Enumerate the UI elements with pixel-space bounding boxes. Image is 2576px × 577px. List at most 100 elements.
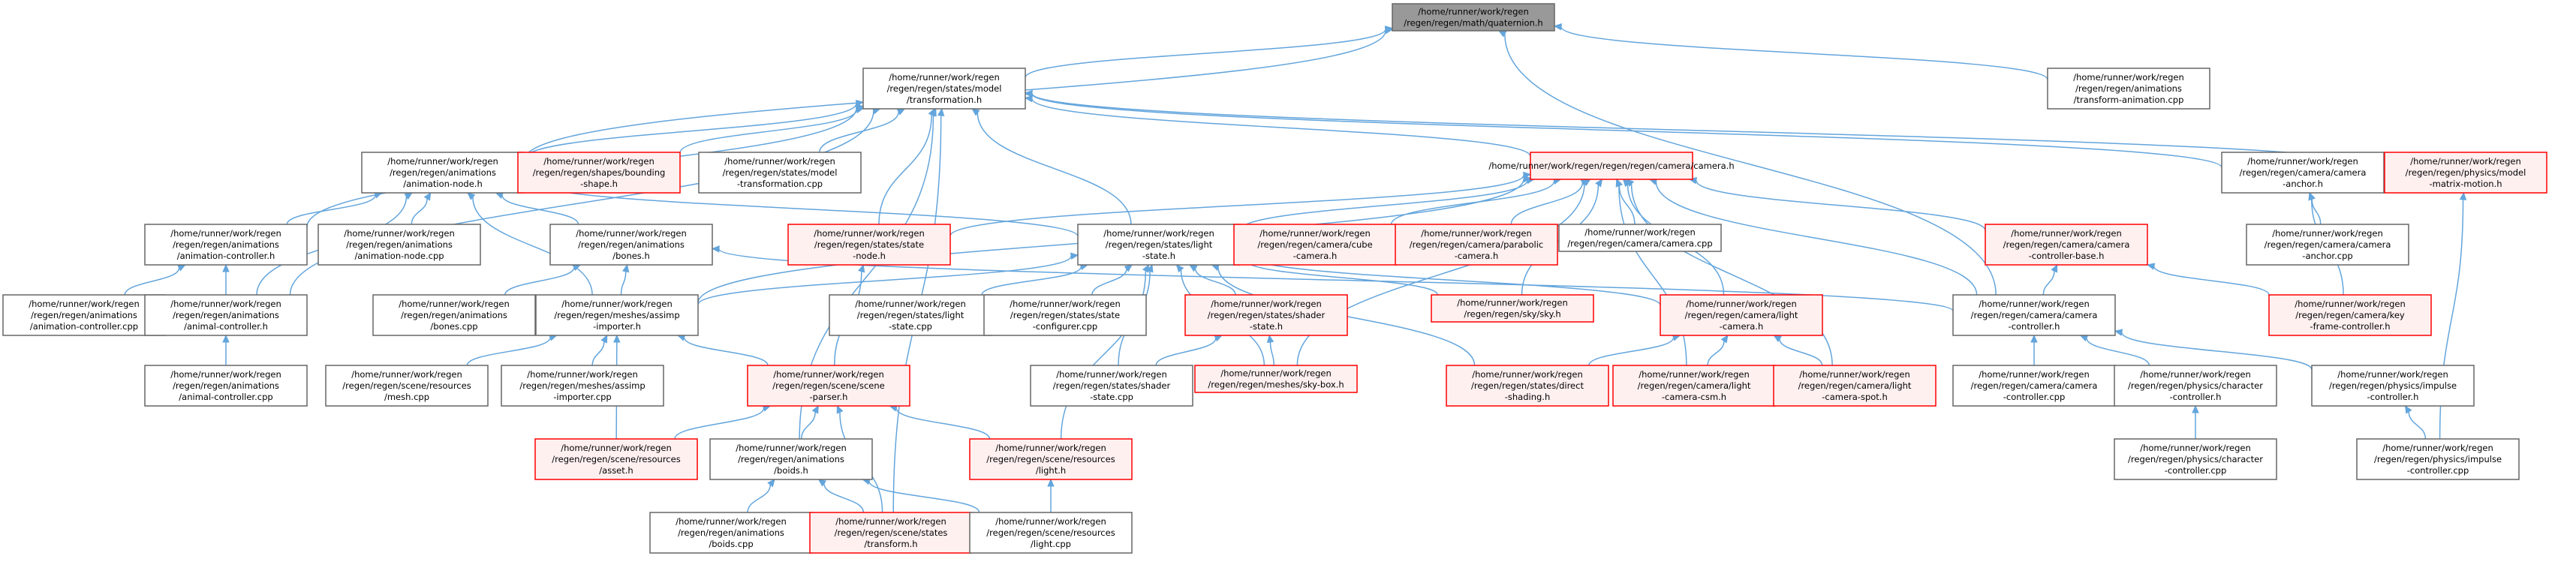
node-camera[interactable]: /home/runner/work/regen/regen/regen/came… [1488,152,1735,180]
node-box-direct[interactable] [1446,365,1609,407]
node-box-shader[interactable] [1184,294,1348,336]
node-box-cambase[interactable] [1985,224,2148,266]
node-boidscpp[interactable]: /home/runner/work/regen/regen/regen/anim… [649,512,813,554]
node-assimpcpp[interactable]: /home/runner/work/regen/regen/regen/mesh… [501,365,664,407]
node-box-assimpcpp[interactable] [501,365,664,407]
node-cubecam[interactable]: /home/runner/work/regen/regen/regen/came… [1233,224,1397,266]
node-box-cubecam[interactable] [1233,224,1397,266]
node-box-transcpp[interactable] [698,152,862,194]
node-direct[interactable]: /home/runner/work/regen/regen/regen/stat… [1446,365,1609,407]
node-impulsecpp[interactable]: /home/runner/work/regen/regen/regen/phys… [2356,438,2520,480]
node-charcpp[interactable]: /home/runner/work/regen/regen/regen/phys… [2114,438,2277,480]
node-shader[interactable]: /home/runner/work/regen/regen/regen/stat… [1184,294,1348,336]
node-cambase[interactable]: /home/runner/work/regen/regen/regen/came… [1985,224,2148,266]
node-transcpp[interactable]: /home/runner/work/regen/regen/regen/stat… [698,152,862,194]
node-box-quat[interactable] [1392,3,1555,32]
node-animalctrl[interactable]: /home/runner/work/regen/regen/regen/anim… [144,294,308,336]
node-meshcpp[interactable]: /home/runner/work/regen/regen/regen/scen… [325,365,489,407]
node-box-bounding[interactable] [517,152,681,194]
node-csm[interactable]: /home/runner/work/regen/regen/regen/came… [1612,365,1776,407]
node-box-light[interactable] [1077,224,1241,266]
node-box-camcpp[interactable] [1558,224,1722,252]
node-label-animctrlcpp-line-0: /home/runner/work/regen [29,299,140,309]
node-reslight[interactable]: /home/runner/work/regen/regen/regen/scen… [969,438,1133,480]
node-camcpp[interactable]: /home/runner/work/regen/regen/regen/came… [1558,224,1722,252]
node-trans[interactable]: /home/runner/work/regen/regen/regen/stat… [862,68,1026,110]
node-bounding[interactable]: /home/runner/work/regen/regen/regen/shap… [517,152,681,194]
node-sky[interactable]: /home/runner/work/regen/regen/regen/sky/… [1431,294,1594,323]
node-box-camera[interactable] [1530,152,1693,180]
node-box-parser[interactable] [747,365,910,407]
node-box-camctrl[interactable] [1952,294,2116,336]
node-box-spot[interactable] [1773,365,1937,407]
node-box-assimp[interactable] [535,294,699,336]
node-box-trans[interactable] [862,68,1026,110]
node-assimp[interactable]: /home/runner/work/regen/regen/regen/mesh… [535,294,699,336]
edge-direct-to-lightcam [1588,337,1675,366]
node-lightrescpp[interactable]: /home/runner/work/regen/regen/regen/scen… [969,512,1133,554]
node-boids[interactable]: /home/runner/work/regen/regen/regen/anim… [709,438,873,480]
node-bonescpp[interactable]: /home/runner/work/regen/regen/regen/anim… [372,294,536,336]
node-box-boidscpp[interactable] [649,512,813,554]
node-keyframe[interactable]: /home/runner/work/regen/regen/regen/came… [2268,294,2432,336]
node-box-bones[interactable] [549,224,713,266]
node-charctrl[interactable]: /home/runner/work/regen/regen/regen/phys… [2114,365,2277,407]
node-animnode[interactable]: /home/runner/work/regen/regen/regen/anim… [361,152,525,194]
node-box-configurer[interactable] [983,294,1147,336]
node-camctrl[interactable]: /home/runner/work/regen/regen/regen/came… [1952,294,2116,336]
node-box-animnode[interactable] [361,152,525,194]
node-statestrans[interactable]: /home/runner/work/regen/regen/regen/scen… [809,512,973,554]
node-anchorcpp[interactable]: /home/runner/work/regen/regen/regen/came… [2246,224,2409,266]
node-box-animalcpp[interactable] [144,365,308,407]
node-box-lightrescpp[interactable] [969,512,1133,554]
node-box-skybox[interactable] [1194,365,1358,393]
node-camctrlcpp[interactable]: /home/runner/work/regen/regen/regen/came… [1952,365,2116,407]
node-box-impulse[interactable] [2311,365,2475,407]
node-tacpp[interactable]: /home/runner/work/regen/regen/regen/anim… [2047,68,2210,110]
node-box-anchorcpp[interactable] [2246,224,2409,266]
node-parabolic[interactable]: /home/runner/work/regen/regen/regen/came… [1395,224,1558,266]
node-box-keyframe[interactable] [2268,294,2432,336]
node-shadercpp[interactable]: /home/runner/work/regen/regen/regen/stat… [1030,365,1193,407]
node-box-csm[interactable] [1612,365,1776,407]
node-camanchor[interactable]: /home/runner/work/regen/regen/regen/came… [2221,152,2385,194]
node-bones[interactable]: /home/runner/work/regen/regen/regen/anim… [549,224,713,266]
node-box-bonescpp[interactable] [372,294,536,336]
node-light[interactable]: /home/runner/work/regen/regen/regen/stat… [1077,224,1241,266]
node-impulse[interactable]: /home/runner/work/regen/regen/regen/phys… [2311,365,2475,407]
node-box-animalctrl[interactable] [144,294,308,336]
node-animctrl[interactable]: /home/runner/work/regen/regen/regen/anim… [144,224,308,266]
node-box-tacpp[interactable] [2047,68,2210,110]
node-box-meshcpp[interactable] [325,365,489,407]
node-label-assimp-line-1: /regen/regen/meshes/assimp [554,310,679,320]
node-box-matmotion[interactable] [2384,152,2547,194]
node-box-lightcam[interactable] [1660,294,1823,336]
node-animctrlcpp[interactable]: /home/runner/work/regen/regen/regen/anim… [2,294,166,336]
node-box-camanchor[interactable] [2221,152,2385,194]
node-lightcam[interactable]: /home/runner/work/regen/regen/regen/came… [1660,294,1823,336]
node-quat[interactable]: /home/runner/work/regen/regen/regen/math… [1392,3,1555,32]
node-box-charctrl[interactable] [2114,365,2277,407]
node-box-asset[interactable] [534,438,698,480]
node-box-sky[interactable] [1431,294,1594,323]
node-box-statestrans[interactable] [809,512,973,554]
node-spot[interactable]: /home/runner/work/regen/regen/regen/came… [1773,365,1937,407]
node-box-animctrl[interactable] [144,224,308,266]
node-box-statenode[interactable] [787,224,951,266]
node-matmotion[interactable]: /home/runner/work/regen/regen/regen/phys… [2384,152,2547,194]
node-box-parabolic[interactable] [1395,224,1558,266]
node-box-boids[interactable] [709,438,873,480]
node-lightcpp[interactable]: /home/runner/work/regen/regen/regen/stat… [829,294,992,336]
node-box-animnodecpp[interactable] [317,224,481,266]
node-box-reslight[interactable] [969,438,1133,480]
node-animalcpp[interactable]: /home/runner/work/regen/regen/regen/anim… [144,365,308,407]
node-parser[interactable]: /home/runner/work/regen/regen/regen/scen… [747,365,910,407]
node-skybox[interactable]: /home/runner/work/regen/regen/regen/mesh… [1194,365,1358,393]
node-statenode[interactable]: /home/runner/work/regen/regen/regen/stat… [787,224,951,266]
node-animnodecpp[interactable]: /home/runner/work/regen/regen/regen/anim… [317,224,481,266]
node-asset[interactable]: /home/runner/work/regen/regen/regen/scen… [534,438,698,480]
node-box-impulsecpp[interactable] [2356,438,2520,480]
node-configurer[interactable]: /home/runner/work/regen/regen/regen/stat… [983,294,1147,336]
node-box-shadercpp[interactable] [1030,365,1193,407]
node-box-charcpp[interactable] [2114,438,2277,480]
